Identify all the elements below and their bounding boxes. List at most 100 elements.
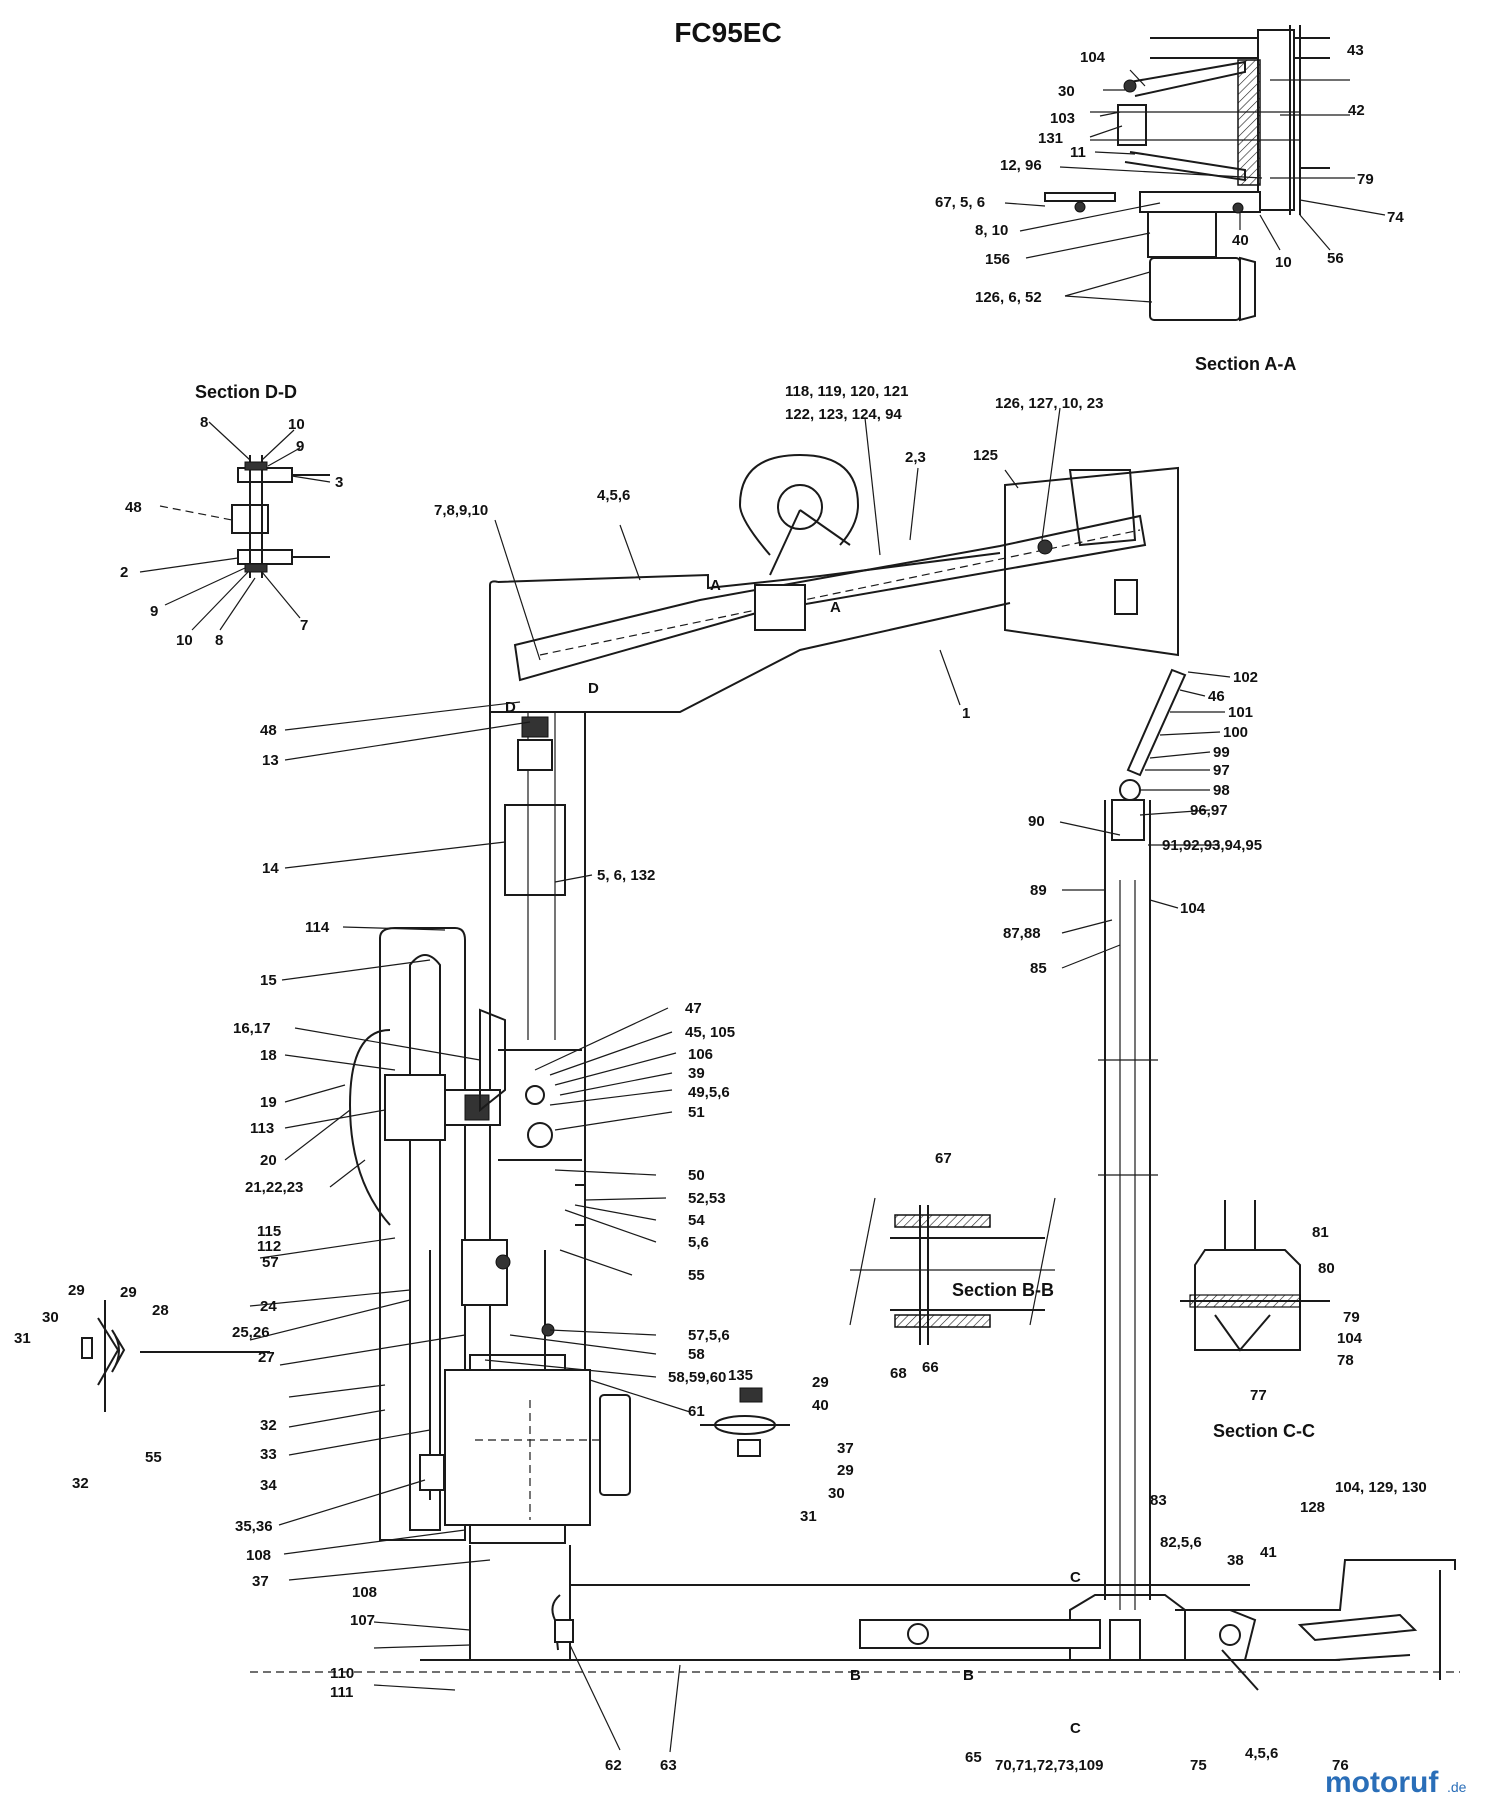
section-marker-d: D [505,699,516,716]
callout-54: 54 [688,1212,705,1229]
callout-74: 74 [1387,209,1404,226]
callout-118-121: 118, 119, 120, 121 [785,383,908,400]
callout-122-94: 122, 123, 124, 94 [785,406,902,423]
callout-31: 31 [800,1508,817,1525]
callout-110: 110 [330,1665,354,1682]
callout-9: 9 [296,438,304,455]
callout-45-105: 45, 105 [685,1024,735,1041]
callout-111: 111 [330,1684,353,1701]
callout-1: 1 [962,705,970,722]
callout-81: 81 [1312,1224,1329,1241]
section-d-d-title: Section D-D [195,382,297,402]
callout-70-109: 70,71,72,73,109 [995,1757,1103,1774]
callout-90: 90 [1028,813,1045,830]
section-b-b-title: Section B-B [952,1280,1054,1300]
callout-80: 80 [1318,1260,1335,1277]
callout-48: 48 [125,499,142,516]
callout-67-5-6: 67, 5, 6 [935,194,985,211]
callout-56: 56 [1327,250,1344,267]
callout-50: 50 [688,1167,705,1184]
section-c-c-title: Section C-C [1213,1421,1315,1441]
callout-30: 30 [828,1485,845,1502]
callout-107: 107 [350,1612,375,1629]
callout-61: 61 [688,1403,705,1420]
callout-83: 83 [1150,1492,1167,1509]
section-a-a-leaders [1004,69,1386,303]
callout-57: 57 [262,1254,279,1271]
callout-12-96: 12, 96 [1000,157,1042,174]
section-marker-a: A [710,577,721,594]
callout-108: 108 [246,1547,271,1564]
callout-104: 104 [1080,49,1106,66]
callout-5-6: 5,6 [688,1234,709,1251]
callout-87-88: 87,88 [1003,925,1041,942]
callout-34: 34 [260,1477,277,1494]
callout-128: 128 [1300,1499,1325,1516]
callout-15: 15 [260,972,277,989]
callout-67: 67 [935,1150,952,1167]
callout-32: 32 [72,1475,89,1492]
callout-89: 89 [1030,882,1047,899]
callout-55: 55 [688,1267,705,1284]
callout-126-6-52: 126, 6, 52 [975,289,1042,306]
callout-66: 66 [922,1359,939,1376]
callout-21-22-23: 21,22,23 [245,1179,303,1196]
callout-76: 76 [1332,1757,1349,1774]
callout-135: 135 [728,1367,753,1384]
callout-40: 40 [1232,232,1249,249]
callout-3: 3 [335,474,343,491]
callout-8: 8 [215,632,223,649]
section-marker-b: B [850,1667,861,1684]
callout-4-5-6: 4,5,6 [597,487,630,504]
callout-68: 68 [890,1365,907,1382]
main-leaders [249,407,1231,1753]
section-marker-a: A [830,599,841,616]
callout-35-36: 35,36 [235,1518,273,1535]
callout-112: 112 [257,1238,281,1255]
callout-43: 43 [1347,42,1364,59]
callout-79: 79 [1343,1309,1360,1326]
callout-91-95: 91,92,93,94,95 [1162,837,1262,854]
callout-106: 106 [688,1046,713,1063]
callout-103: 103 [1050,110,1075,127]
section-marker-c: C [1070,1569,1081,1586]
section-d-d-drawing [231,455,330,578]
callout-131: 131 [1038,130,1063,147]
callout-57-5-6: 57,5,6 [688,1327,730,1344]
callout-82-5-6: 82,5,6 [1160,1534,1202,1551]
callout-102: 102 [1233,669,1258,686]
callout-30: 30 [1058,83,1075,100]
callout-79: 79 [1357,171,1374,188]
callout-58-59-60: 58,59,60 [668,1369,726,1386]
callout-8: 8 [200,414,208,431]
callout-19: 19 [260,1094,277,1111]
callout-42: 42 [1348,102,1365,119]
callout-114: 114 [305,919,330,936]
callout-51: 51 [688,1104,705,1121]
callout-104-129-130: 104, 129, 130 [1335,1479,1427,1496]
watermark-text: motoruf [1325,1766,1439,1799]
main-machine-drawing [81,453,1460,1691]
callout-58: 58 [688,1346,705,1363]
callout-104: 104 [1337,1330,1363,1347]
callout-25-26: 25,26 [232,1324,270,1341]
section-a-a-title: Section A-A [1195,354,1296,374]
callout-126-23: 126, 127, 10, 23 [995,395,1103,412]
callout-18: 18 [260,1047,277,1064]
section-marker-c: C [1070,1720,1081,1737]
callout-97: 97 [1213,762,1230,779]
callout-4-5-6: 4,5,6 [1245,1745,1278,1762]
callout-125: 125 [973,447,998,464]
callout-108: 108 [352,1584,377,1601]
callout-13: 13 [262,752,279,769]
callout-65: 65 [965,1749,982,1766]
callout-104: 104 [1180,900,1206,917]
callout-7: 7 [300,617,308,634]
callout-62: 62 [605,1757,622,1774]
callout-10: 10 [288,416,305,433]
callout-63: 63 [660,1757,677,1774]
callout-113: 113 [250,1120,274,1137]
callout-7-8-9-10: 7,8,9,10 [434,502,488,519]
callout-labels: 104 30 103 131 11 12, 96 67, 5, 6 8, 10 … [14,42,1427,1774]
diagram-title: FC95EC [674,17,781,48]
